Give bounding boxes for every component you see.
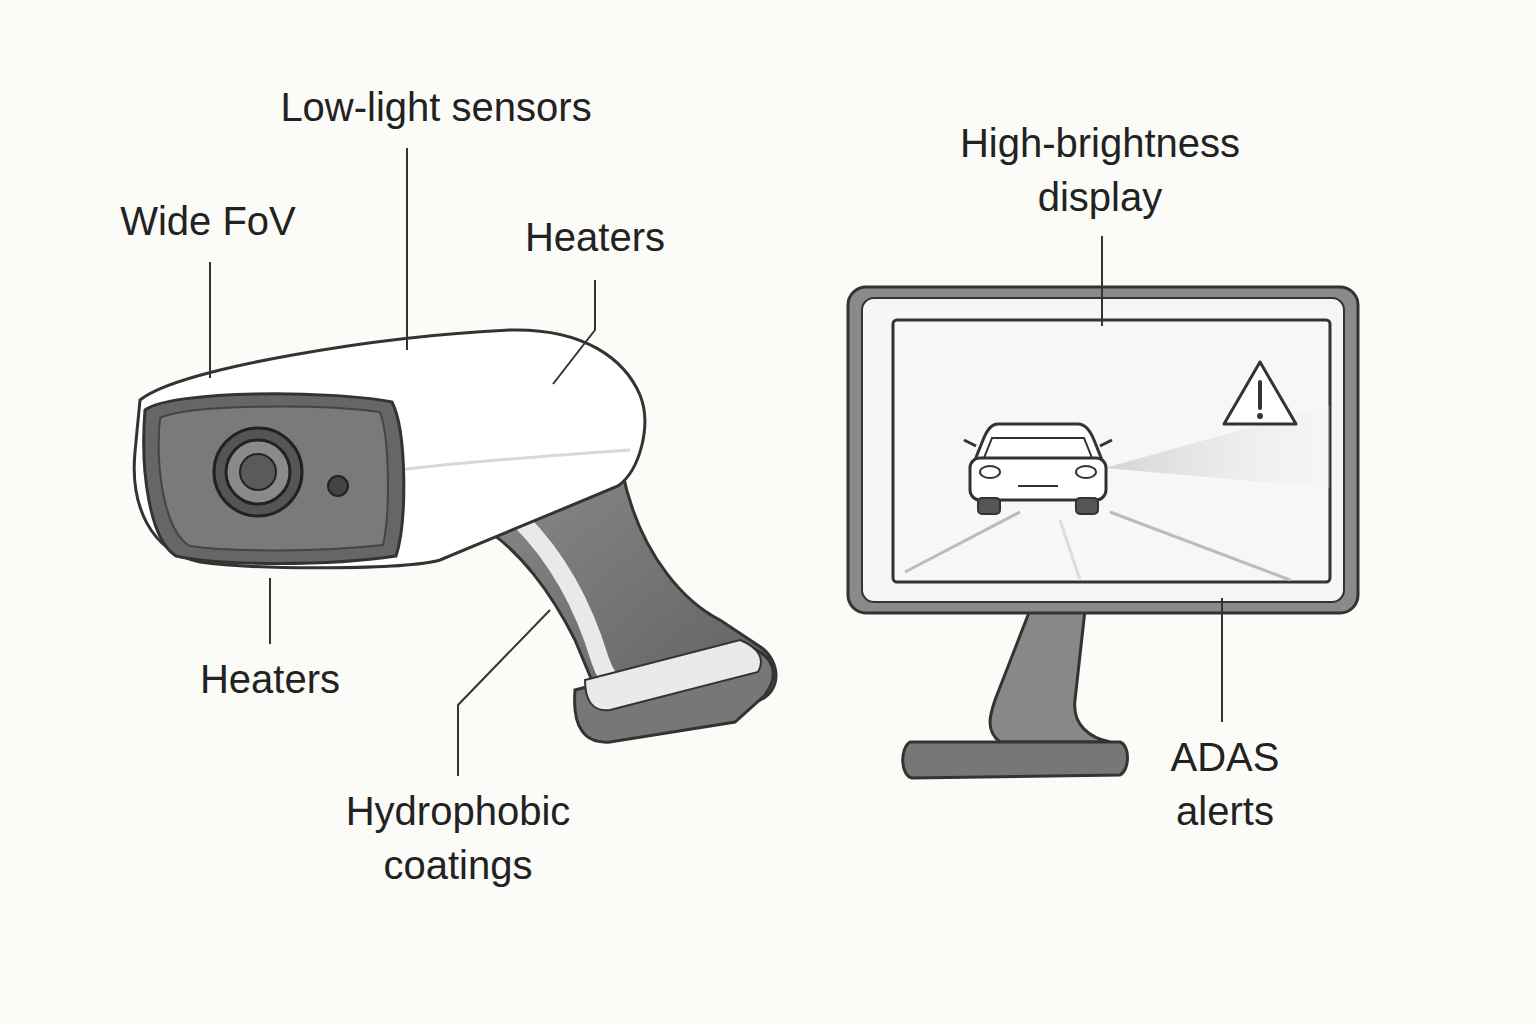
callout-label: Wide FoV	[78, 194, 338, 248]
leader-lines	[210, 148, 1222, 776]
callout-label: ADAS alerts	[1150, 730, 1300, 838]
display-monitor	[848, 287, 1358, 778]
callout-label: High-brightness display	[935, 116, 1265, 224]
callout-label: Heaters	[160, 652, 380, 706]
callout-label: Heaters	[485, 210, 705, 264]
callout-label: Hydrophobic coatings	[308, 784, 608, 892]
callout-label: Low-light sensors	[226, 80, 646, 134]
